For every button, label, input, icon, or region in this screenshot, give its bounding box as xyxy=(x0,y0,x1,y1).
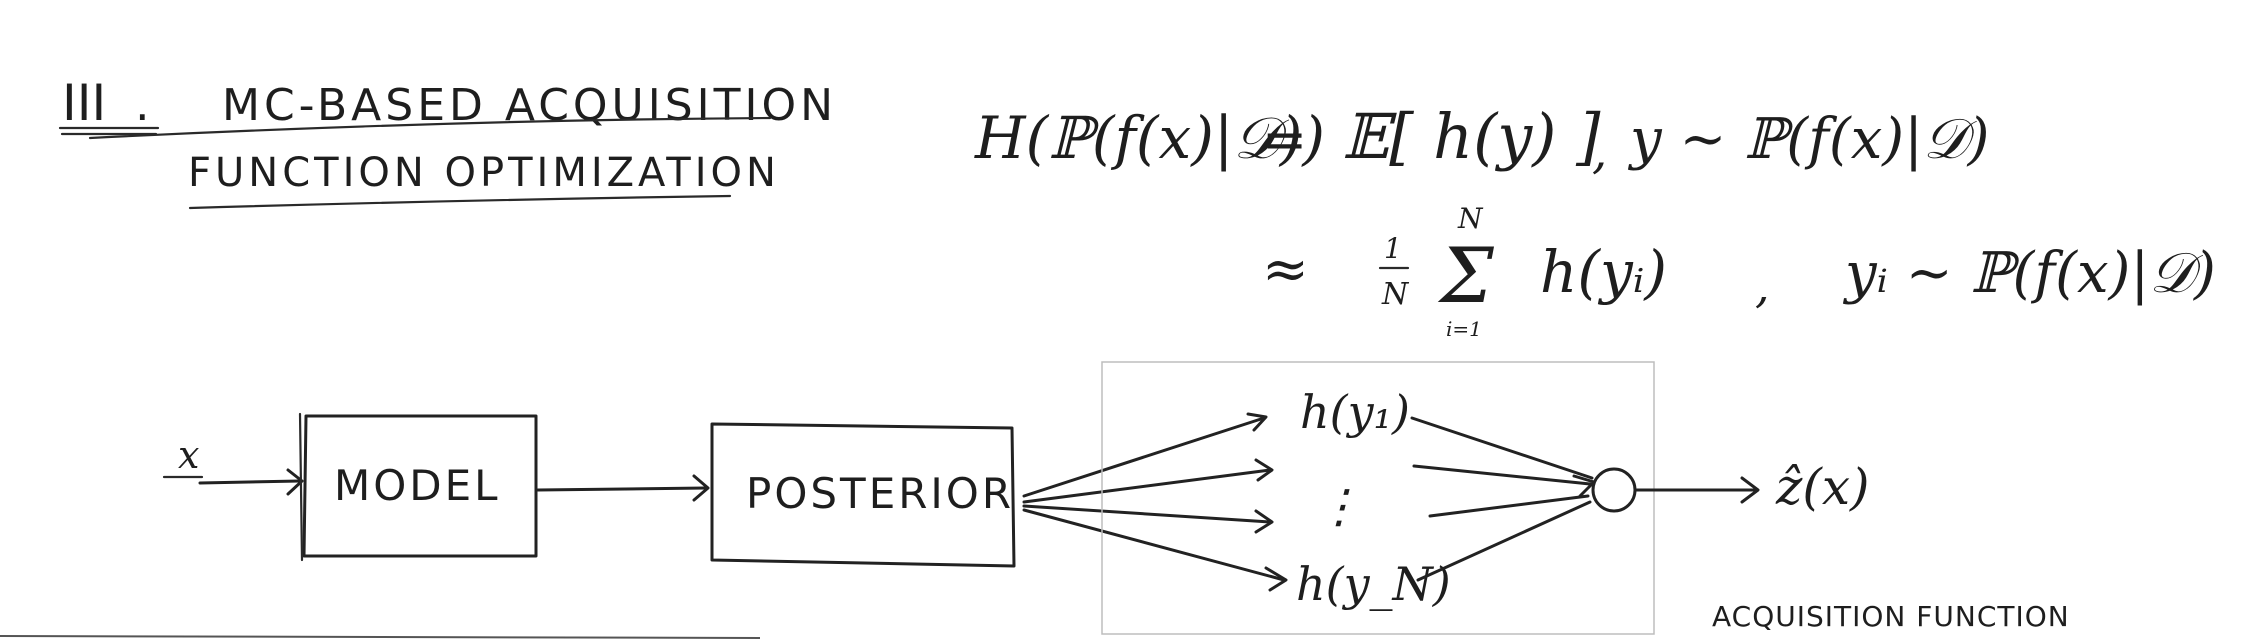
acquisition-frame xyxy=(1101,361,1655,635)
title-underline-1 xyxy=(88,116,772,140)
model-box-doubled-edge xyxy=(298,412,304,562)
aggregator-node xyxy=(1591,467,1637,513)
eq2-sum-upper: N xyxy=(1457,202,1484,235)
arrow-x-to-model xyxy=(198,479,302,485)
posterior-box xyxy=(710,422,1016,568)
output-z: ẑ(x) xyxy=(1775,458,1870,516)
sample-arrowhead-2 xyxy=(1254,458,1274,482)
agg-arrow-4 xyxy=(1416,500,1592,582)
agg-arrow-3 xyxy=(1428,494,1590,518)
h-first: h(y₁) xyxy=(1300,385,1410,439)
section-numeral: III xyxy=(62,74,106,132)
eq2-condition: yᵢ ~ ℙ(f(x)|𝒟) xyxy=(1842,241,2216,306)
sample-arrowhead-3 xyxy=(1254,509,1274,534)
section-header: III . MC-BASED ACQUISITION FUNCTION OPTI… xyxy=(58,74,837,210)
agg-arrow-1 xyxy=(1410,416,1594,480)
bottom-rule xyxy=(0,635,761,639)
sample-arrow-2 xyxy=(1022,468,1272,504)
eq2-frac-den: N xyxy=(1381,277,1410,312)
input-x: x xyxy=(178,433,199,477)
model-box xyxy=(302,414,538,558)
eq2-term: h(yᵢ) xyxy=(1540,238,1667,306)
sample-arrow-1 xyxy=(1022,416,1266,498)
eq2-comma: , xyxy=(1755,259,1770,313)
section-title-line2: FUNCTION OPTIMIZATION xyxy=(188,150,780,196)
h-dots: ⋮ xyxy=(1316,479,1362,533)
h-last: h(y_N) xyxy=(1296,557,1451,611)
sample-arrow-3 xyxy=(1022,504,1272,524)
eq1-lhs: H(ℙ(f(x)|𝒟)) xyxy=(974,104,1325,172)
eq1-condition: y ~ ℙ(f(x)|𝒟) xyxy=(1627,107,1990,172)
arrowhead-model-to-posterior xyxy=(692,474,710,502)
section-dot: . xyxy=(135,77,150,131)
posterior-label: POSTERIOR xyxy=(746,469,1014,518)
sample-arrowhead-1 xyxy=(1246,412,1268,432)
eq2-frac-num: 1 xyxy=(1384,232,1402,265)
arrow-model-to-posterior xyxy=(536,486,708,492)
eq1-equals: = xyxy=(1262,108,1307,171)
agg-arrow-2 xyxy=(1412,464,1592,486)
eq2-approx: ≈ xyxy=(1262,237,1309,302)
title-underline-2 xyxy=(188,194,732,210)
eq1-expectation: 𝔼[ h(y) ] xyxy=(1342,100,1601,173)
eq1-comma: , xyxy=(1592,124,1607,180)
acquisition-function-label: ACQUISITION FUNCTION xyxy=(1712,600,2070,633)
equation-block: H(ℙ(f(x)|𝒟)) = 𝔼[ h(y) ] , y ~ ℙ(f(x)|𝒟)… xyxy=(974,100,2216,341)
section-title-line1: MC-BASED ACQUISITION xyxy=(222,80,837,131)
pipeline-diagram: x MODEL POSTERIOR h(y₁) ⋮ h(y_N) xyxy=(162,361,2070,635)
eq2-sum: Σ xyxy=(1437,231,1495,320)
eq2-sum-lower: i=1 xyxy=(1446,317,1482,341)
arrowhead-to-output xyxy=(1740,476,1760,504)
model-label: MODEL xyxy=(334,461,501,510)
sample-arrow-4 xyxy=(1022,508,1286,582)
sample-arrowhead-4 xyxy=(1264,566,1288,592)
